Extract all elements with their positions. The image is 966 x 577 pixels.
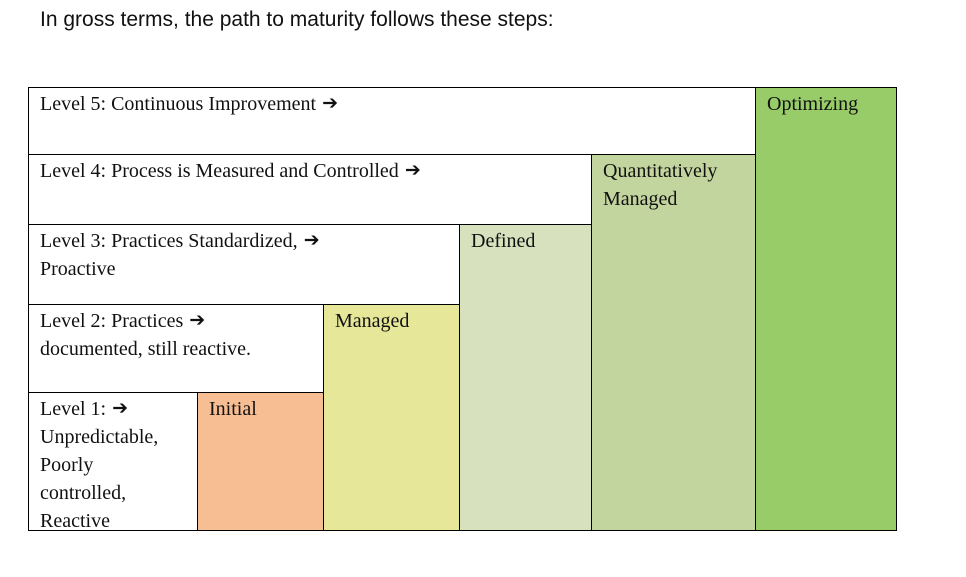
stage-initial-label: Initial — [209, 398, 257, 420]
right-arrow-icon: ➔ — [189, 309, 206, 331]
stage-managed-label: Managed — [335, 310, 410, 332]
intro-paragraph: In gross terms, the path to maturity fol… — [40, 8, 554, 31]
level-2-label: Level 2: Practices — [40, 310, 184, 332]
level-4-cell: Level 4: Process is Measured and Control… — [28, 154, 593, 225]
level-1-label: Level 1: — [40, 398, 107, 420]
level-1-label-cont: Unpredictable, Poorly controlled, Reacti… — [40, 426, 159, 532]
level-2-cell: Level 2: Practices➔ documented, still re… — [28, 304, 325, 393]
stage-initial-cell: Initial — [197, 392, 324, 531]
level-3-label: Level 3: Practices Standardized, — [40, 230, 298, 252]
stage-optimizing-cell: Optimizing — [755, 87, 897, 531]
right-arrow-icon: ➔ — [404, 159, 421, 181]
level-3-cell: Level 3: Practices Standardized,➔ Proact… — [28, 224, 461, 305]
level-5-label: Level 5: Continuous Improvement — [40, 93, 317, 115]
stage-quantitatively-managed-cell: Quantitatively Managed — [591, 154, 756, 531]
level-1-cell: Level 1:➔ Unpredictable, Poorly controll… — [28, 392, 198, 532]
stage-defined-label: Defined — [471, 230, 536, 252]
stage-managed-cell: Managed — [323, 304, 461, 531]
right-arrow-icon: ➔ — [303, 229, 320, 251]
stage-defined-cell: Defined — [459, 224, 593, 531]
level-3-label-cont: Proactive — [40, 258, 116, 280]
stage-quantitatively-managed-label: Quantitatively Managed — [603, 160, 718, 210]
level-2-label-cont: documented, still reactive. — [40, 338, 252, 360]
right-arrow-icon: ➔ — [322, 92, 338, 114]
level-5-cell: Level 5: Continuous Improvement➔ — [28, 87, 756, 155]
right-arrow-icon: ➔ — [112, 397, 129, 419]
stage-optimizing-label: Optimizing — [767, 93, 859, 115]
level-4-label: Level 4: Process is Measured and Control… — [40, 160, 399, 182]
